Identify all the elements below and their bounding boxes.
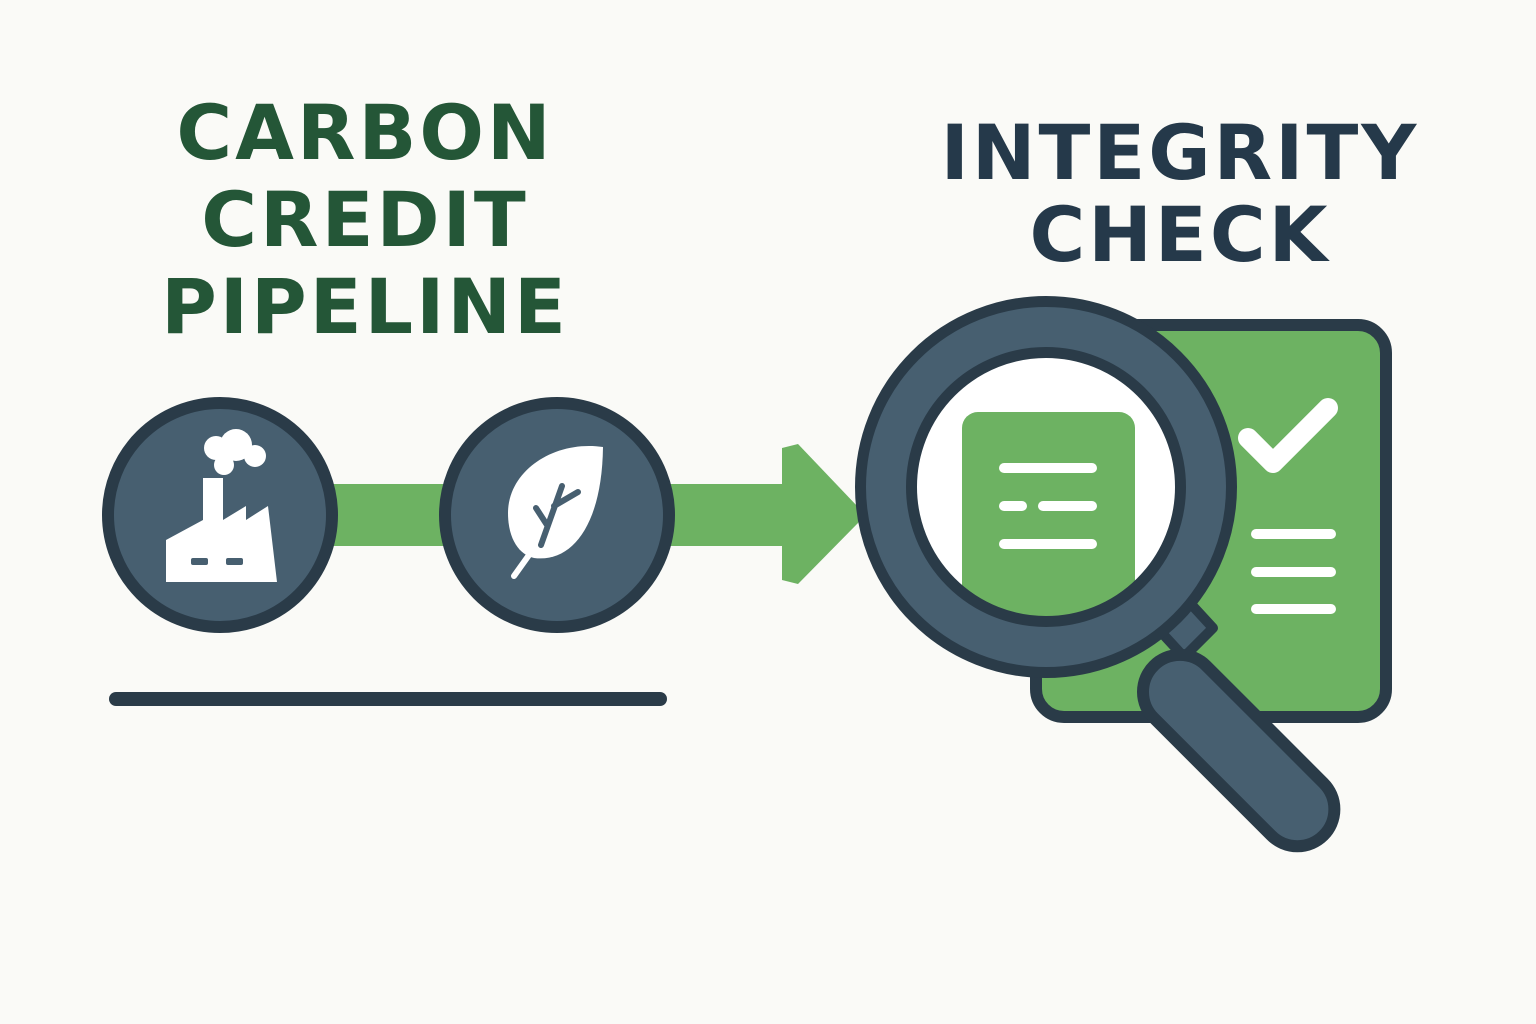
integrity-title-line-1: INTEGRITY <box>940 108 1420 197</box>
pipeline-title-line-2: CREDIT <box>201 175 529 264</box>
magnifier-rim-face <box>866 307 1226 667</box>
leaf-node <box>439 397 675 633</box>
integrity-title-line-2: CHECK <box>1029 190 1331 279</box>
arrow-head <box>782 444 860 584</box>
checkmark-icon <box>1238 398 1338 473</box>
leaf-icon <box>508 445 603 579</box>
document-lines <box>999 463 1097 549</box>
factory-windows <box>191 558 243 565</box>
magnifying-glass-icon <box>855 296 1341 853</box>
leaf-stem <box>511 545 537 579</box>
pipeline-title-line-1: CARBON <box>176 88 554 177</box>
document-icon <box>962 412 1135 622</box>
factory-node <box>102 397 338 633</box>
leaf-veins <box>533 483 581 548</box>
magnifier-handle <box>1137 648 1341 853</box>
checklist-lines <box>1251 529 1336 614</box>
pipeline-title-line-3: PIPELINE <box>161 262 569 351</box>
